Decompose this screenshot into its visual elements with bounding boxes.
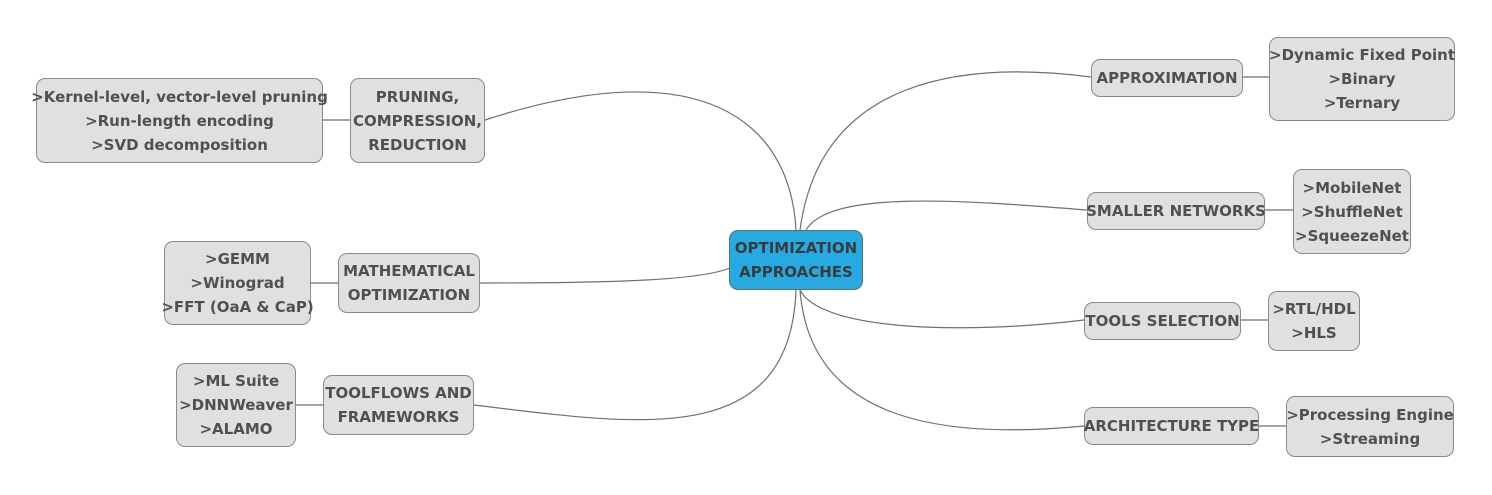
math-node[interactable]: MATHEMATICAL OPTIMIZATION: [338, 253, 480, 313]
math-items-node[interactable]: >GEMM >Winograd >FFT (OaA & CaP): [161, 241, 314, 325]
label-text: TOOLFLOWS AND: [325, 384, 472, 402]
approx-node[interactable]: APPROXIMATION: [1091, 59, 1243, 97]
item-text: >Run-length encoding: [85, 111, 274, 130]
arch-items-node[interactable]: >Processing Engine >Streaming: [1286, 396, 1454, 457]
label-text: FRAMEWORKS: [337, 408, 460, 426]
item-text: >ShuffleNet: [1301, 202, 1403, 221]
tools-node[interactable]: TOOLS SELECTION: [1084, 302, 1241, 340]
item-text: >Ternary: [1323, 94, 1401, 112]
item-text: >GEMM: [205, 250, 270, 268]
pruning-items-node[interactable]: >Kernel-level, vector-level pruning >Run…: [31, 78, 328, 163]
pruning-node[interactable]: PRUNING, COMPRESSION, REDUCTION: [350, 78, 485, 163]
item-text: >Dynamic Fixed Point: [1269, 46, 1455, 64]
center-node[interactable]: OPTIMIZATION APPROACHES: [729, 230, 863, 290]
edge-smaller: [805, 200, 1088, 231]
label-text: TOOLS SELECTION: [1085, 312, 1240, 330]
item-text: >MobileNet: [1302, 178, 1402, 197]
item-text: >DNNWeaver: [179, 396, 293, 414]
edge-math: [479, 267, 731, 284]
label-text: MATHEMATICAL: [343, 262, 475, 280]
center-line: OPTIMIZATION: [734, 239, 858, 257]
edge-approx: [799, 71, 1092, 231]
smaller-items-node[interactable]: >MobileNet >ShuffleNet >SqueezeNet: [1293, 169, 1411, 254]
item-text: >SVD decomposition: [91, 135, 268, 154]
item-text: >Streaming: [1319, 429, 1421, 448]
approx-items-node[interactable]: >Dynamic Fixed Point >Binary >Ternary: [1269, 37, 1455, 121]
edge-toolflows: [473, 289, 797, 421]
label-text: OPTIMIZATION: [347, 286, 471, 304]
item-text: >SqueezeNet: [1295, 226, 1409, 245]
item-text: >HLS: [1291, 324, 1337, 342]
item-text: >ALAMO: [199, 420, 273, 438]
item-text: >Binary: [1328, 70, 1396, 88]
label-text: COMPRESSION,: [353, 111, 482, 130]
label-text: PRUNING,: [375, 87, 460, 106]
item-text: >Processing Engine: [1286, 405, 1454, 424]
label-text: APPROXIMATION: [1096, 69, 1238, 87]
item-text: >FFT (OaA & CaP): [161, 298, 314, 316]
item-text: >Kernel-level, vector-level pruning: [31, 87, 328, 106]
label-text: SMALLER NETWORKS: [1086, 202, 1266, 220]
arch-node[interactable]: ARCHITECTURE TYPE: [1084, 407, 1259, 445]
item-text: >RTL/HDL: [1272, 300, 1356, 318]
toolflows-node[interactable]: TOOLFLOWS AND FRAMEWORKS: [323, 375, 474, 435]
tools-items-node[interactable]: >RTL/HDL >HLS: [1268, 291, 1360, 351]
edge-pruning: [484, 91, 797, 231]
edge-arch: [799, 289, 1085, 431]
edge-tools: [799, 289, 1085, 329]
label-text: ARCHITECTURE TYPE: [1083, 417, 1260, 435]
item-text: >Winograd: [190, 274, 285, 292]
toolflows-items-node[interactable]: >ML Suite >DNNWeaver >ALAMO: [176, 363, 296, 447]
label-text: REDUCTION: [368, 135, 467, 154]
center-line: APPROACHES: [739, 263, 853, 281]
item-text: >ML Suite: [192, 372, 280, 390]
smaller-node[interactable]: SMALLER NETWORKS: [1086, 192, 1266, 230]
